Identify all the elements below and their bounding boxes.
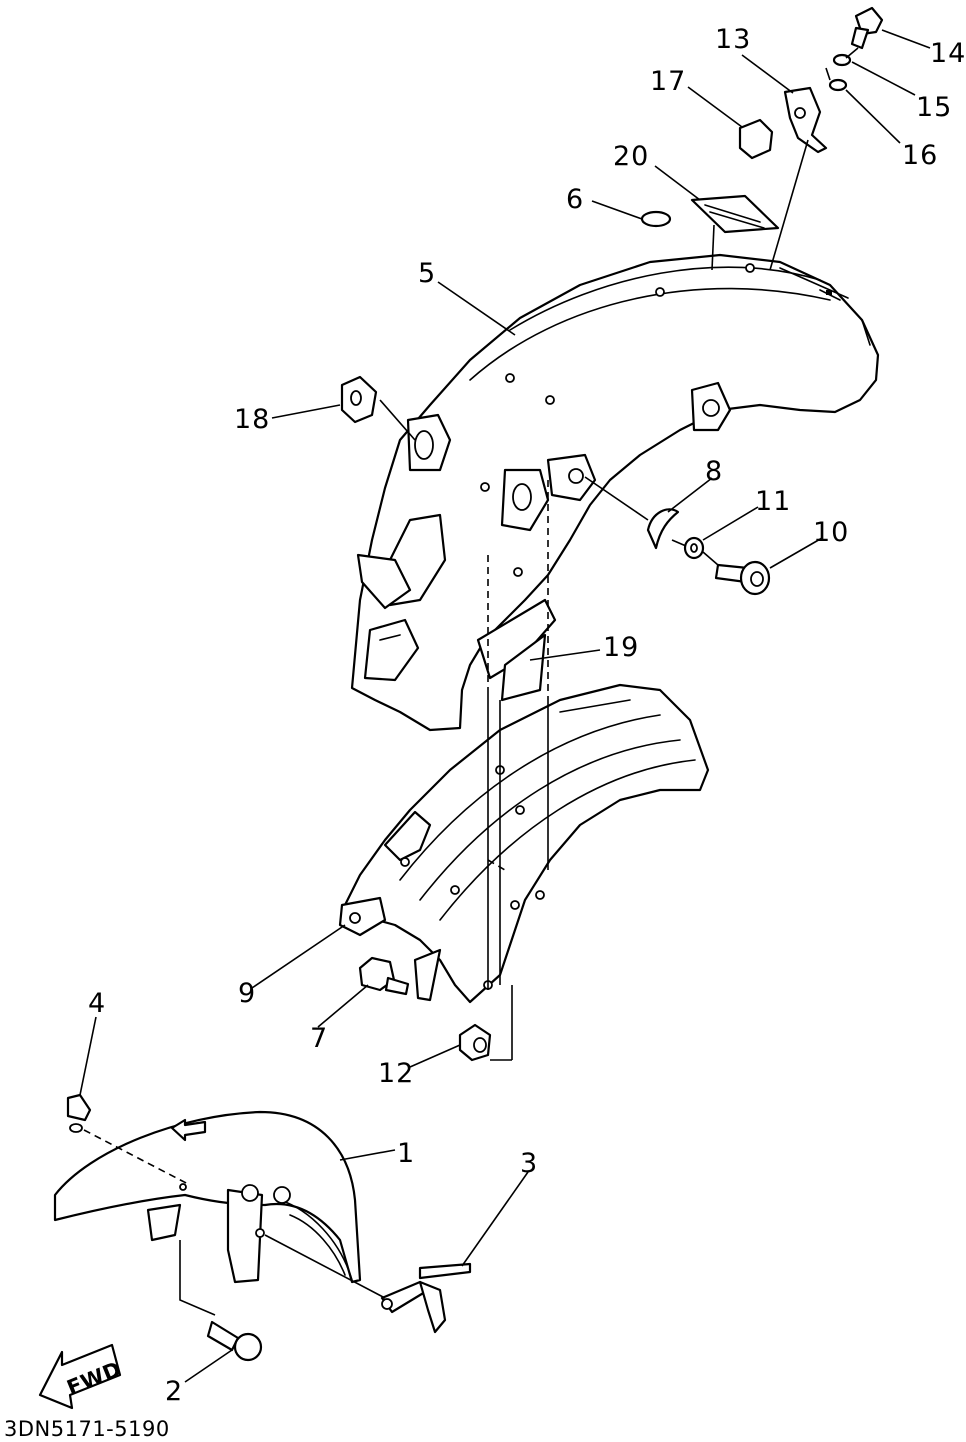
callout-5: 5 xyxy=(418,258,436,289)
washer-6-part xyxy=(640,210,672,228)
grommet-18-part xyxy=(340,375,378,424)
callout-10: 10 xyxy=(813,517,849,548)
screw-14-part xyxy=(850,6,884,50)
callout-9: 9 xyxy=(238,978,256,1009)
callout-7: 7 xyxy=(310,1023,328,1054)
leader-lines xyxy=(79,29,931,1383)
damper-8-part xyxy=(646,508,680,550)
callout-11: 11 xyxy=(755,486,791,517)
washer-16-part xyxy=(828,78,848,92)
washer-11-part xyxy=(683,536,705,560)
cap-nut-17-part xyxy=(738,118,774,160)
rear-fender-part xyxy=(350,253,880,732)
callout-12: 12 xyxy=(378,1058,414,1089)
callout-15: 15 xyxy=(916,92,952,123)
emblem-20-part xyxy=(690,194,780,234)
callout-4: 4 xyxy=(88,988,106,1019)
nut-12-part xyxy=(458,1023,492,1062)
hose-holder-3-part xyxy=(380,1262,472,1334)
callout-3: 3 xyxy=(520,1148,538,1179)
callout-2: 2 xyxy=(165,1376,183,1407)
callout-19: 19 xyxy=(603,632,639,663)
callout-labels: 1 2 3 4 5 6 7 8 9 10 11 12 13 14 15 16 1… xyxy=(88,24,966,1407)
callout-1: 1 xyxy=(397,1138,415,1169)
callout-8: 8 xyxy=(705,456,723,487)
callout-18: 18 xyxy=(234,404,270,435)
bracket-13-part xyxy=(783,86,828,154)
clip-4-part xyxy=(66,1093,92,1133)
forward-arrow-icon xyxy=(38,1343,122,1410)
bolt-7-part xyxy=(358,956,410,996)
callout-16: 16 xyxy=(902,140,938,171)
callout-14: 14 xyxy=(930,38,966,69)
inner-fender-part xyxy=(338,683,710,1004)
front-fender-part xyxy=(53,1110,362,1284)
mud-flap-part xyxy=(476,598,557,702)
bolt-10-part xyxy=(714,560,771,596)
assembly-lines xyxy=(83,47,859,1316)
callout-20: 20 xyxy=(613,141,649,172)
drawing-code: 3DN5171-5190 xyxy=(4,1417,170,1441)
callout-17: 17 xyxy=(650,66,686,97)
callout-6: 6 xyxy=(566,184,584,215)
bolt-2-part xyxy=(206,1320,263,1362)
callout-13: 13 xyxy=(715,24,751,55)
